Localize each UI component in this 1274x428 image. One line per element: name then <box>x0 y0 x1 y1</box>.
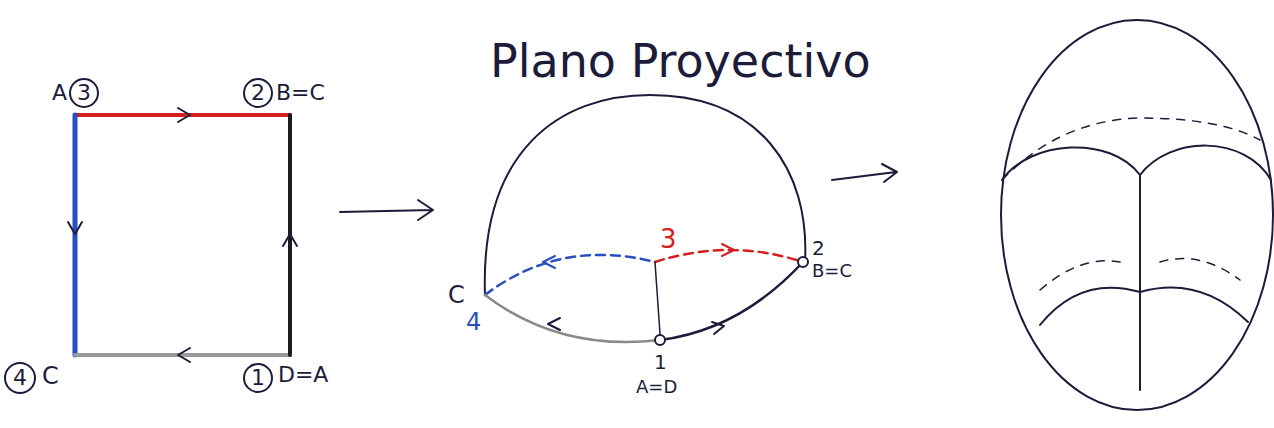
callout-circle <box>244 364 272 392</box>
callout-number: 4 <box>466 310 481 334</box>
hidden-curve <box>1040 259 1240 290</box>
dashed-blue-edge <box>485 255 655 295</box>
arrow-head <box>548 318 560 330</box>
vertex-label: B=C <box>276 82 325 104</box>
title: Plano Proyectivo <box>490 38 871 84</box>
dome-outline <box>485 95 806 295</box>
callout-number: 2 <box>251 82 265 104</box>
grey-edge <box>485 295 660 342</box>
vertex-label: D=A <box>278 364 328 386</box>
top-edge <box>75 113 290 117</box>
arrow-head <box>543 256 555 268</box>
vertex-label: A <box>52 82 67 104</box>
black-edge <box>660 262 803 340</box>
callout-number: 3 <box>77 82 91 104</box>
sphere-curve <box>1002 146 1271 180</box>
left-edge <box>73 115 78 355</box>
seam <box>655 262 660 334</box>
callout-circle <box>244 79 272 107</box>
vertex-label: B=C <box>812 262 852 280</box>
sphere-outline <box>1001 20 1273 410</box>
arrow-head <box>722 244 734 256</box>
callout-number: 2 <box>812 238 825 258</box>
transition-arrow <box>340 200 433 220</box>
callout-number: 1 <box>251 367 265 389</box>
arrow-head <box>178 348 190 362</box>
vertex-dot <box>798 257 808 267</box>
callout-circle <box>5 363 35 393</box>
vertex-dot <box>655 335 665 345</box>
callout-number: 1 <box>654 352 667 372</box>
arrow-head <box>178 108 190 122</box>
vertex-label: C <box>448 283 465 307</box>
arrow-head <box>283 234 297 246</box>
sphere-seam <box>1139 175 1141 390</box>
callout-number: 3 <box>660 226 677 252</box>
bottom-edge <box>75 353 290 357</box>
hidden-curve <box>1002 118 1260 180</box>
callout-circle <box>70 79 98 107</box>
callout-number: 4 <box>13 367 27 389</box>
transition-arrow <box>832 164 897 182</box>
vertex-label: A=D <box>636 378 677 396</box>
vertex-label: C <box>42 364 59 388</box>
sphere-curve <box>1040 287 1248 325</box>
arrow-head <box>68 222 82 234</box>
arrow-head <box>712 322 724 334</box>
